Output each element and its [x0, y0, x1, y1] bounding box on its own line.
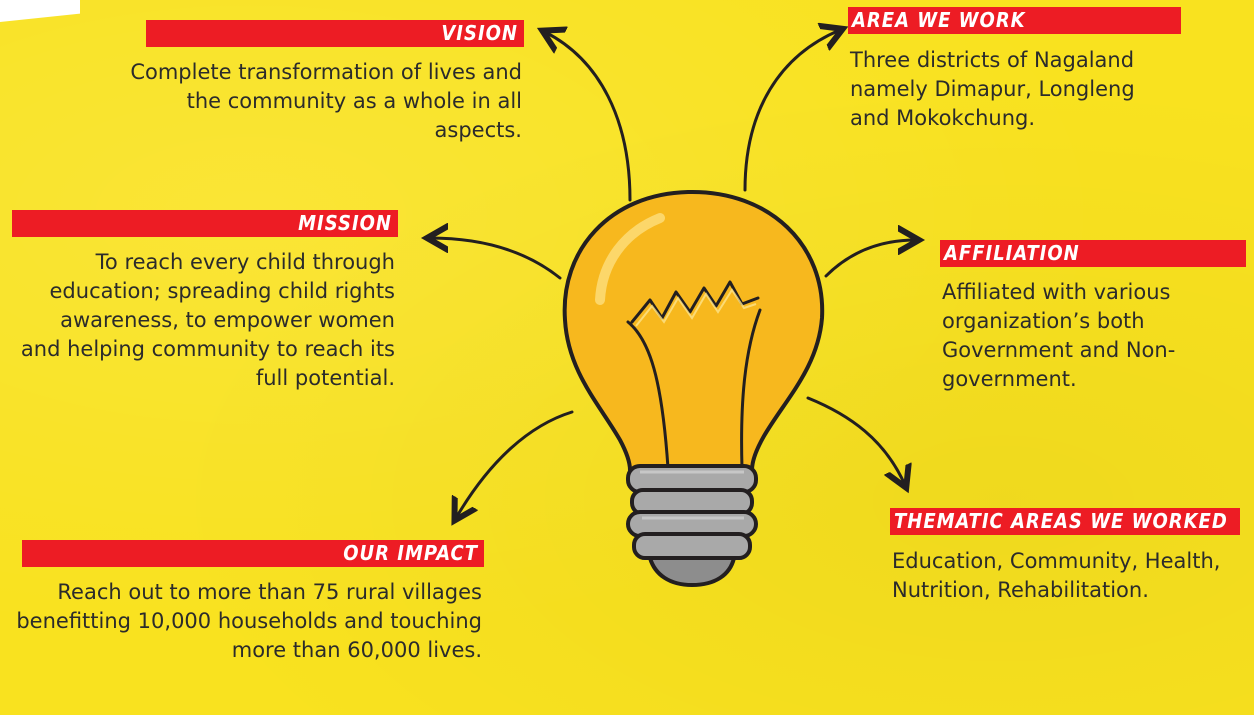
affiliation-text: Affiliated with various organization’s b…: [942, 280, 1176, 391]
impact-text: Reach out to more than 75 rural villages…: [16, 580, 482, 662]
thematic-text: Education, Community, Health, Nutrition,…: [892, 549, 1221, 602]
vision-title: VISION: [146, 20, 524, 47]
area-text: Three districts of Nagaland namely Dimap…: [850, 48, 1135, 130]
arrow-impact-icon: [456, 410, 574, 518]
arrow-affiliation-icon: [824, 240, 916, 278]
arrow-area-icon: [743, 30, 840, 192]
mission-text: To reach every child through education; …: [20, 250, 395, 390]
thematic-title: THEMATIC AREAS WE WORKED: [890, 508, 1240, 535]
arrow-thematic-icon: [806, 396, 905, 485]
mission-title: MISSION: [12, 210, 398, 237]
lightbulb-icon: [562, 189, 825, 587]
arrow-mission-icon: [430, 238, 562, 280]
impact-title: OUR IMPACT: [22, 540, 484, 567]
area-title: AREA WE WORK: [848, 7, 1181, 34]
vision-text: Complete transformation of lives and the…: [130, 60, 522, 142]
affiliation-title: AFFILIATION: [940, 240, 1246, 267]
arrow-vision-icon: [545, 32, 632, 202]
